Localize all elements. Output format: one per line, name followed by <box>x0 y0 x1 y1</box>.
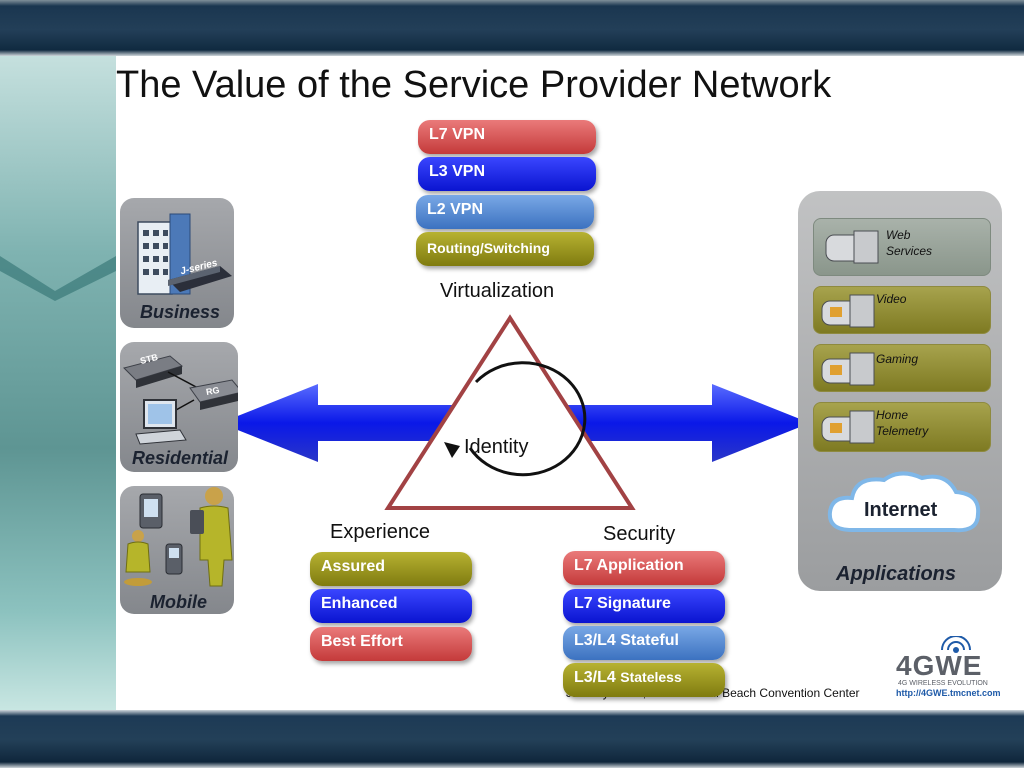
mobile-tile: Mobile <box>120 486 234 614</box>
vpn-l7-label: L7 VPN <box>429 126 486 143</box>
server-icon <box>825 230 879 264</box>
bottom-banner <box>0 710 1024 768</box>
chevron-decor <box>0 256 116 301</box>
4gwe-logo-subtitle: 4G WIRELESS EVOLUTION <box>898 680 988 687</box>
applications-label: Applications <box>836 563 957 585</box>
vpn-l2-tile: L2 VPN <box>416 195 594 229</box>
mobile-label: Mobile <box>150 592 207 612</box>
app-item-home-telemetry-line2: Telemetry <box>876 424 929 438</box>
business-building-icon <box>137 213 232 295</box>
enhanced-tile: Enhanced <box>310 589 472 623</box>
4gwe-logo: 4GWE 4G WIRELESS EVOLUTION http://4GWE.t… <box>896 636 1016 702</box>
mobile-users-icon <box>124 487 233 587</box>
gaming-server-icon <box>821 352 875 386</box>
l7-application-tile: L7 Application <box>563 551 725 585</box>
residential-label: Residential <box>132 448 229 468</box>
l3-l4-stateful-label: L3/L4 Stateful <box>574 632 679 649</box>
vpn-l2-label: L2 VPN <box>427 201 484 218</box>
vpn-l3-tile: L3 VPN <box>418 157 596 191</box>
wireless-signal-icon <box>941 636 971 653</box>
vpn-l3-label: L3 VPN <box>429 163 486 180</box>
app-item-home-telemetry-line1: Home <box>876 408 909 422</box>
identity-label: Identity <box>464 436 529 458</box>
routing-switching-tile: Routing/Switching <box>416 232 594 266</box>
enhanced-label: Enhanced <box>321 595 398 612</box>
l3-l4-stateful-tile: L3/L4 Stateful <box>563 626 725 660</box>
app-item-gaming-label: Gaming <box>876 352 919 366</box>
4gwe-logo-text: 4GWE <box>896 650 983 681</box>
l7-signature-tile: L7 Signature <box>563 589 725 623</box>
telemetry-server-icon <box>821 410 875 444</box>
best-effort-label: Best Effort <box>321 633 403 650</box>
video-server-icon <box>821 294 875 328</box>
app-item-web-services-line2: Services <box>886 244 933 258</box>
experience-label: Experience <box>330 521 431 543</box>
vpn-l7-tile: L7 VPN <box>418 120 596 154</box>
residential-tile: STB RG Residential <box>120 342 238 472</box>
app-item-web-services: Web Services <box>813 218 991 276</box>
residential-devices-icon <box>123 355 238 445</box>
slide-title: The Value of the Service Provider Networ… <box>116 64 832 106</box>
business-tile: J-series Business <box>120 198 234 328</box>
assured-tile: Assured <box>310 552 472 586</box>
app-item-home-telemetry: Home Telemetry <box>813 402 991 452</box>
best-effort-tile: Best Effort <box>310 627 472 661</box>
l7-signature-label: L7 Signature <box>574 595 671 612</box>
applications-panel: Web Services Video Gaming Home Telemetry… <box>798 191 1002 591</box>
security-label: Security <box>603 523 676 545</box>
l3-l4-stateless-tile: L3/L4 Stateless <box>563 663 725 697</box>
app-item-web-services-line1: Web <box>886 228 911 242</box>
identity-triangle <box>384 314 636 510</box>
app-item-video: Video <box>813 286 991 334</box>
4gwe-url-link[interactable]: http://4GWE.tmcnet.com <box>896 688 1001 698</box>
virtualization-label: Virtualization <box>440 280 555 302</box>
stateless-label: Stateless <box>620 669 682 685</box>
routing-switching-label: Routing/Switching <box>427 240 550 256</box>
app-item-gaming: Gaming <box>813 344 991 392</box>
l7-application-label: L7 Application <box>574 557 684 574</box>
left-decor-panel <box>0 56 116 710</box>
internet-cloud-icon <box>827 471 981 533</box>
app-item-video-label: Video <box>876 292 907 306</box>
business-label: Business <box>140 302 221 322</box>
top-banner <box>0 0 1024 56</box>
assured-label: Assured <box>321 558 386 575</box>
internet-label: Internet <box>864 499 938 521</box>
l3-l4-label: L3/L4 <box>574 669 616 686</box>
